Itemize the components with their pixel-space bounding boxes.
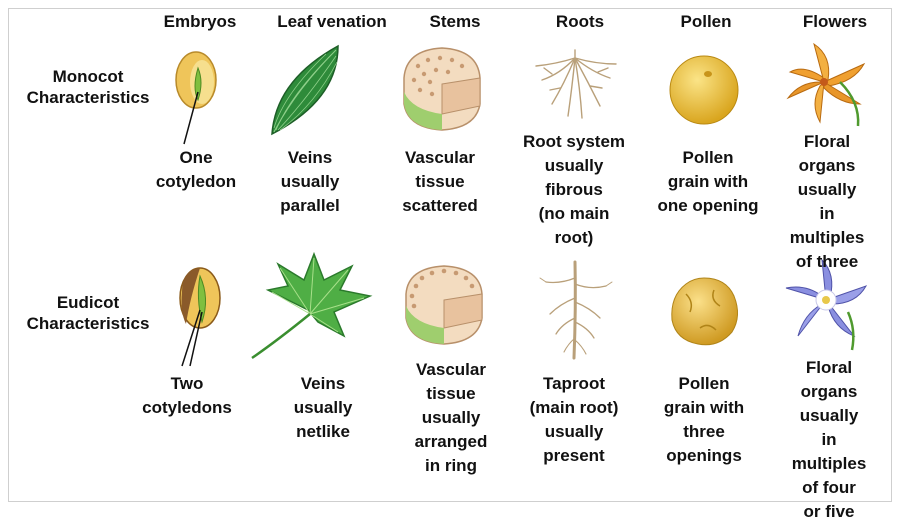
row-heading-monocot: Monocot Characteristics	[26, 67, 150, 107]
column-heading-flowers: Flowers	[802, 12, 868, 31]
eudicot-pollen-caption: Pollen grain with three openings	[663, 374, 745, 465]
monocot-flower-caption: Floral organs usually in multiples of th…	[789, 132, 865, 271]
column-heading-leaf-venation: Leaf venation	[277, 12, 387, 31]
column-heading-pollen: Pollen	[680, 12, 732, 31]
eudicot-embryo-caption: Two cotyledons	[142, 374, 232, 417]
diagram-frame	[8, 8, 892, 502]
monocot-flower-illustration	[780, 42, 876, 128]
eudicot-netlike-leaf-illustration	[248, 250, 378, 362]
eudicot-taproot-illustration	[530, 258, 620, 362]
column-heading-roots: Roots	[555, 12, 605, 31]
row-heading-eudicot: Eudicot Characteristics	[26, 293, 150, 333]
monocot-fibrous-roots-illustration	[530, 44, 620, 124]
monocot-parallel-leaf-illustration	[266, 40, 346, 140]
eudicot-roots-caption: Taproot (main root) usually present	[529, 374, 619, 465]
monocot-embryo-illustration	[168, 48, 228, 148]
column-heading-stems: Stems	[429, 12, 481, 31]
monocot-pollen-caption: Pollen grain with one opening	[657, 148, 759, 215]
monocot-roots-caption: Root system usually fibrous (no main roo…	[522, 132, 626, 247]
eudicot-flower-caption: Floral organs usually in multiples of fo…	[791, 358, 867, 521]
monocot-stem-illustration	[398, 44, 488, 134]
monocot-embryo-caption: One cotyledon	[155, 148, 237, 191]
eudicot-stem-illustration	[400, 264, 490, 346]
monocot-pollen-illustration	[664, 50, 744, 130]
eudicot-leaf-caption: Veins usually netlike	[293, 374, 353, 441]
monocot-leaf-caption: Veins usually parallel	[280, 148, 340, 215]
eudicot-pollen-illustration	[664, 272, 744, 352]
eudicot-stem-caption: Vascular tissue usually arranged in ring	[414, 360, 488, 475]
monocot-stem-caption: Vascular tissue scattered	[402, 148, 478, 215]
eudicot-flower-illustration	[782, 256, 878, 352]
column-heading-embryos: Embryos	[163, 12, 237, 31]
eudicot-embryo-illustration	[170, 262, 230, 372]
